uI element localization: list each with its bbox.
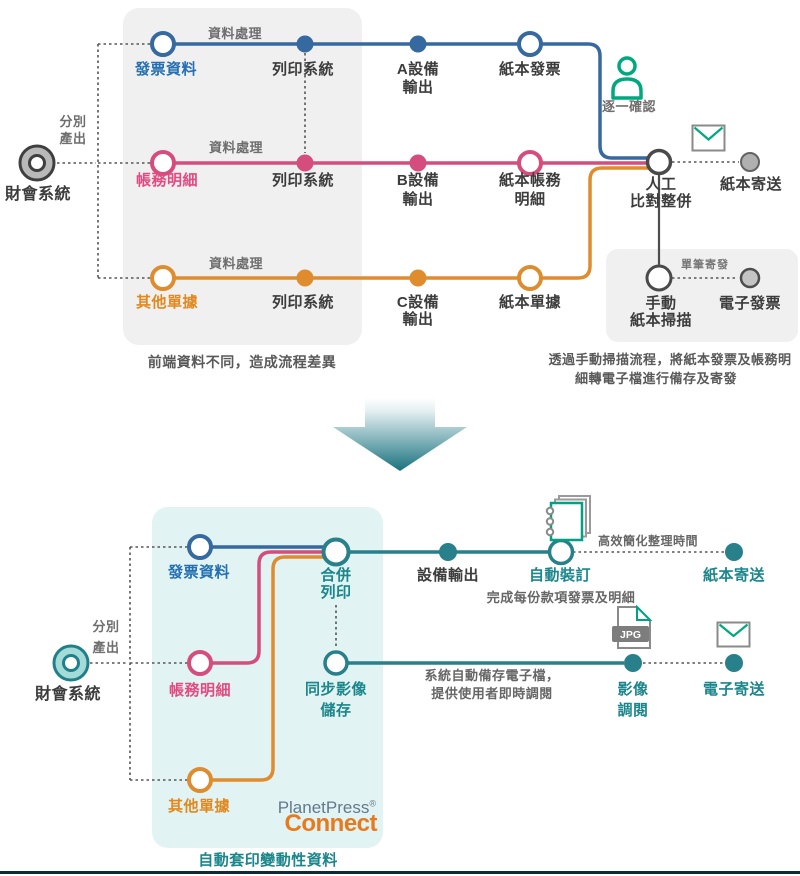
finance-system-label-bottom: 財會系統 (34, 686, 102, 703)
caption-scan-line1: 透過手動掃描流程，將紙本發票及帳務明 (548, 352, 792, 367)
node-label-paper-documents: 紙本單據 (498, 294, 562, 311)
caption-auto-overlay: 自動套印變動性資料 (198, 852, 338, 869)
input-label-account-detail: 帳務明細 (168, 682, 232, 699)
logo-planetpress-text: PlanetPress (277, 798, 370, 817)
branch-label-line2-bottom: 產出 (92, 640, 120, 655)
image-retrieval-node (624, 654, 642, 672)
person-icon (611, 56, 643, 100)
booklet-icon (545, 495, 591, 542)
bottom-branch-dashes (90, 546, 724, 781)
caption-front-difference: 前端資料不同，造成流程差異 (147, 354, 337, 370)
caption-complete-invoices: 完成每份款項發票及明細 (486, 590, 636, 605)
paper-mail-node-top (740, 152, 760, 172)
paper-mail-node-bottom (725, 543, 743, 561)
bottom-line-account (200, 550, 330, 665)
branch-label-line2-top: 產出 (59, 131, 87, 146)
logo-registered-mark: ® (369, 798, 376, 809)
bottom-line-other (200, 555, 330, 782)
svg-text:JPG: JPG (620, 629, 641, 641)
node-label-invoice-data: 發票資料 (134, 61, 198, 78)
top-row-account-nodes (150, 150, 543, 176)
node-label-print-system-1: 列印系統 (271, 61, 335, 78)
paper-mail-label-bottom: 紙本寄送 (702, 567, 766, 584)
sync-image-label-line2: 儲存 (320, 702, 352, 719)
bottom-border-rule (0, 871, 800, 874)
node-label-device-c-line1: C設備 (396, 294, 440, 311)
sync-image-label-line1: 同步影像 (304, 681, 368, 698)
process-label-row1: 資料處理 (207, 26, 263, 41)
node-label-account-detail: 帳務明細 (135, 172, 199, 189)
finance-system-icon-top (18, 144, 56, 182)
node-label-paper-account-line2: 明細 (514, 191, 546, 208)
node-label-other-documents: 其他單據 (135, 294, 199, 311)
manual-merge-label-line1: 人工 (645, 176, 677, 193)
finance-system-icon-bottom (52, 644, 90, 682)
merge-print-label-line1: 合併 (320, 567, 352, 584)
device-output-label: 設備輸出 (416, 567, 480, 584)
e-mail-label: 電子寄送 (702, 681, 766, 698)
transition-arrow-icon (333, 398, 467, 471)
paper-mail-label-top: 紙本寄送 (719, 176, 783, 193)
node-label-device-b-line1: B設備 (396, 172, 440, 189)
caption-scan-line2: 細轉電子檔進行備存及寄發 (574, 371, 738, 386)
process-label-row3: 資料處理 (208, 256, 264, 271)
bottom-connect-panel (152, 507, 383, 848)
confirm-one-by-one-label: 逐一確認 (601, 99, 657, 114)
bottom-input-nodes (187, 534, 213, 793)
caption-auto-backup-line2: 提供使用者即時調閱 (431, 686, 553, 701)
caption-auto-backup-line1: 系統自動備存電子檔， (424, 668, 560, 683)
e-invoice-node (739, 267, 761, 289)
input-label-other-documents: 其他單據 (167, 798, 231, 815)
top-scan-panel (606, 249, 798, 342)
manual-scan-label-line1: 手動 (645, 295, 677, 312)
node-label-device-b-line2: 輸出 (402, 191, 434, 208)
merge-print-node (321, 537, 351, 567)
manual-scan-node (645, 264, 673, 292)
image-retrieval-label-line1: 影像 (617, 681, 649, 698)
node-label-paper-invoice: 紙本發票 (498, 61, 562, 78)
auto-bind-label: 自動裝訂 (528, 567, 592, 584)
image-retrieval-label-line2: 調閱 (617, 702, 649, 719)
top-line-other (163, 166, 659, 280)
device-output-node (439, 543, 457, 561)
planetpress-logo-wordmark: PlanetPress® (278, 799, 376, 816)
envelope-icon-top (691, 124, 726, 152)
finance-system-label-top: 財會系統 (4, 186, 72, 203)
top-line-invoice (163, 42, 659, 160)
node-label-device-a-line1: A設備 (396, 61, 440, 78)
manual-merge-label-line2: 比對整併 (629, 193, 693, 210)
jpg-file-icon: JPG (612, 604, 653, 649)
node-label-device-a-line2: 輸出 (402, 79, 434, 96)
merge-print-label-line2: 列印 (320, 584, 352, 601)
e-invoice-label: 電子發票 (718, 295, 782, 312)
branch-label-line1-top: 分別 (59, 114, 87, 129)
sync-image-node (323, 650, 349, 676)
top-row-invoice-nodes (150, 31, 543, 57)
node-label-print-system-3: 列印系統 (271, 294, 335, 311)
node-label-paper-account-line1: 紙本帳務 (498, 172, 562, 189)
node-label-device-c-line2: 輸出 (402, 311, 434, 328)
top-branch-dashes (57, 43, 739, 279)
single-send-label: 單筆寄發 (681, 259, 729, 271)
manual-scan-label-line2: 紙本掃描 (629, 312, 693, 329)
branch-label-line1-bottom: 分別 (92, 619, 120, 634)
process-label-row2: 資料處理 (208, 140, 264, 155)
node-label-print-system-2: 列印系統 (271, 172, 335, 189)
connect-logo-wordmark: Connect (284, 810, 378, 837)
top-row-other-nodes (150, 265, 543, 291)
e-mail-node (725, 654, 743, 672)
input-label-invoice-data: 發票資料 (167, 564, 231, 581)
envelope-icon-bottom (716, 621, 751, 648)
auto-bind-node (547, 538, 575, 566)
manual-merge-node (645, 148, 673, 176)
note-efficiency: 高效簡化整理時間 (597, 534, 699, 548)
